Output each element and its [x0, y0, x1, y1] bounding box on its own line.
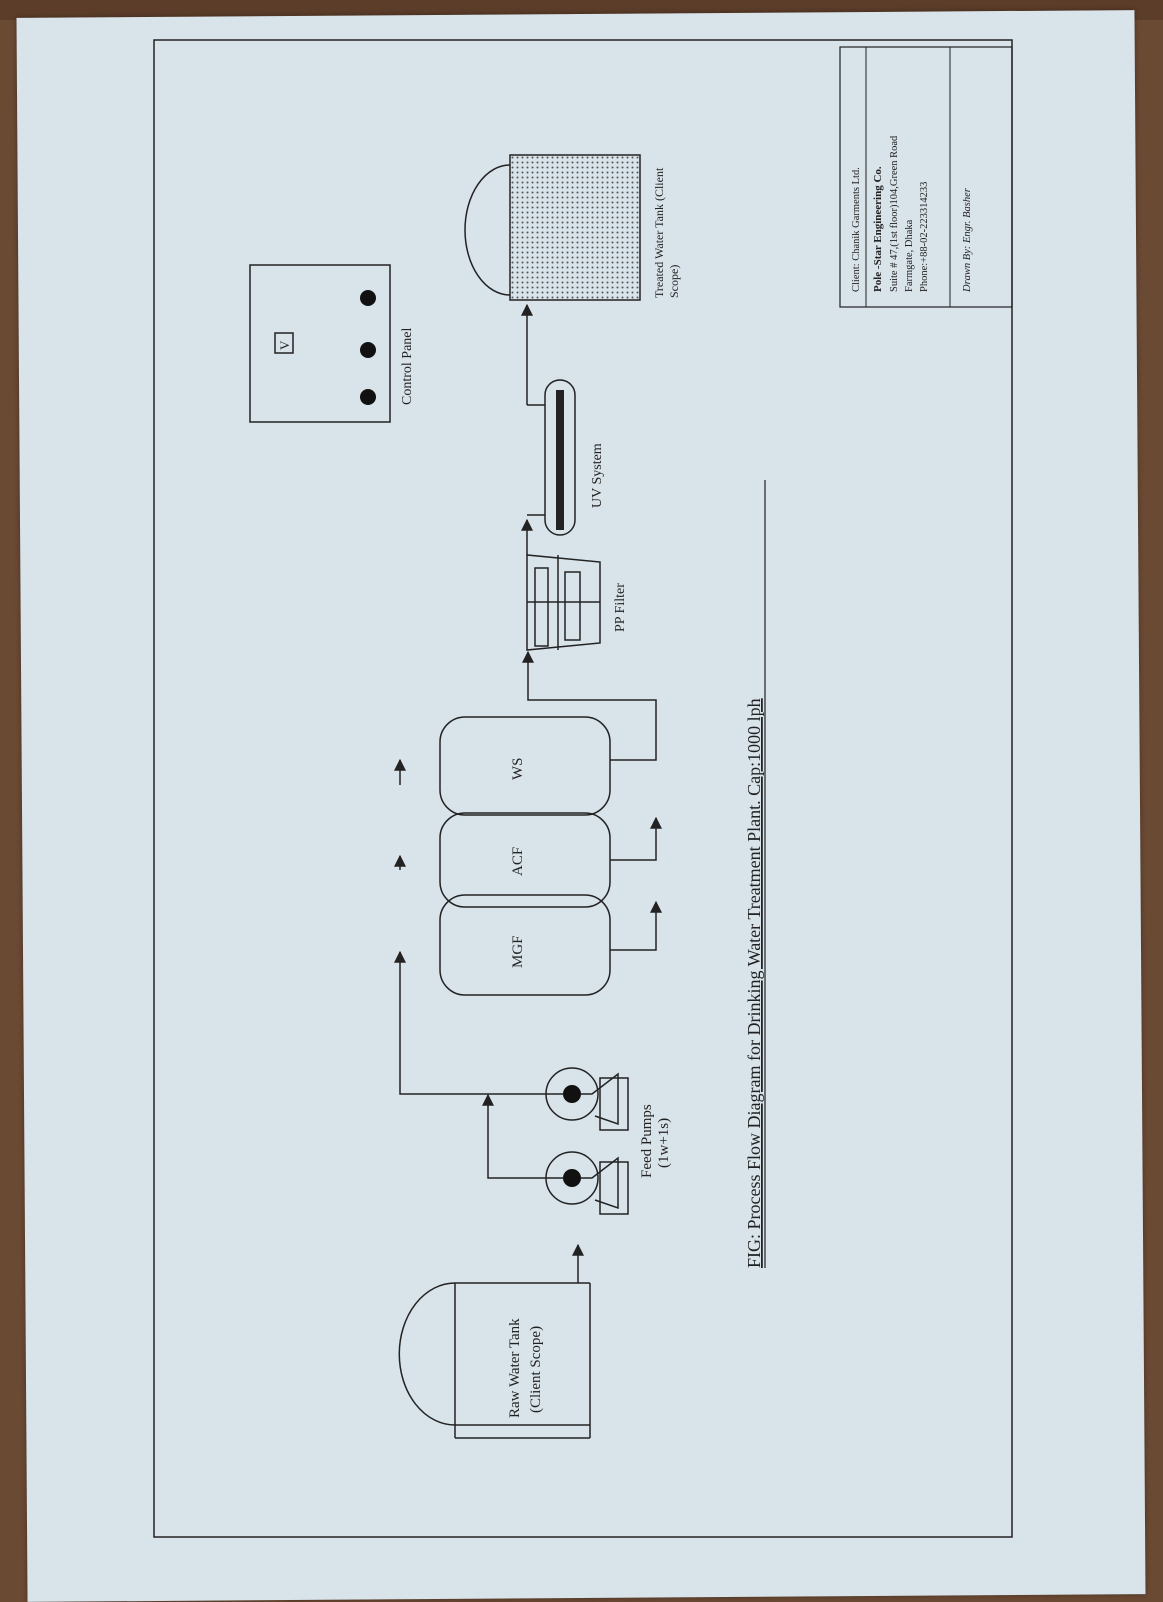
feed-pump-2: [545, 1067, 629, 1131]
feed-pumps-label-1: Feed Pumps: [639, 1104, 655, 1178]
pp-filter: [526, 554, 601, 651]
ws-outlet-line: [522, 650, 657, 761]
pp-filter-label: PP Filter: [613, 583, 628, 632]
uv-system-label: UV System: [590, 443, 605, 508]
feed-pumps-label-2: (1w+1s): [656, 1118, 672, 1168]
drawn-by: Drawn By: Engr. Basher: [962, 187, 973, 293]
acf-vessel: [439, 812, 611, 908]
mgf-vessel: [439, 894, 611, 996]
mgf-outlet-line: [610, 900, 662, 951]
raw-water-tank: [398, 1282, 591, 1439]
treated-water-tank: [464, 154, 641, 301]
treated-tank-label-1: Treated Water Tank (Client: [652, 167, 666, 298]
control-panel: [249, 264, 391, 423]
uv-system: [527, 379, 576, 536]
mgf-label: MGF: [510, 935, 526, 968]
pump-1-discharge-line: [482, 1093, 546, 1179]
client-name: Client: Chanik Garments Ltd.: [851, 167, 862, 292]
pump-2-impeller: [563, 1085, 581, 1103]
figure-title: FIG: Process Flow Diagram for Drinking W…: [744, 698, 764, 1268]
pump-header-line: [394, 950, 546, 1095]
feed-pump-1: [545, 1151, 629, 1215]
control-panel-button-3: [360, 290, 376, 306]
ws-vessel: [439, 716, 611, 816]
voltmeter-label: V: [277, 340, 292, 350]
company-name: Pole -Star Engineering Co.: [872, 166, 884, 292]
drawing-border: [153, 39, 1013, 1538]
control-panel-label: Control Panel: [400, 328, 415, 405]
title-block: [839, 46, 1013, 308]
treated-tank-label-2: Scope): [667, 265, 681, 298]
uv-lamp: [556, 390, 564, 530]
acf-label: ACF: [510, 847, 526, 876]
company-address-1: Suite # 47,(1st floor)104,Green Road: [889, 135, 900, 292]
acf-outlet-line: [610, 816, 662, 861]
control-panel-button-1: [360, 389, 376, 405]
control-panel-button-2: [360, 342, 376, 358]
company-phone: Phone:+88-02-223314233: [919, 182, 930, 292]
raw-tank-label-2: (Client Scope): [528, 1326, 544, 1413]
company-address-2: Farmgate, Dhaka: [904, 219, 915, 292]
raw-tank-label-1: Raw Water Tank: [507, 1318, 523, 1418]
pump-1-impeller: [563, 1169, 581, 1187]
ws-label: WS: [510, 758, 526, 781]
